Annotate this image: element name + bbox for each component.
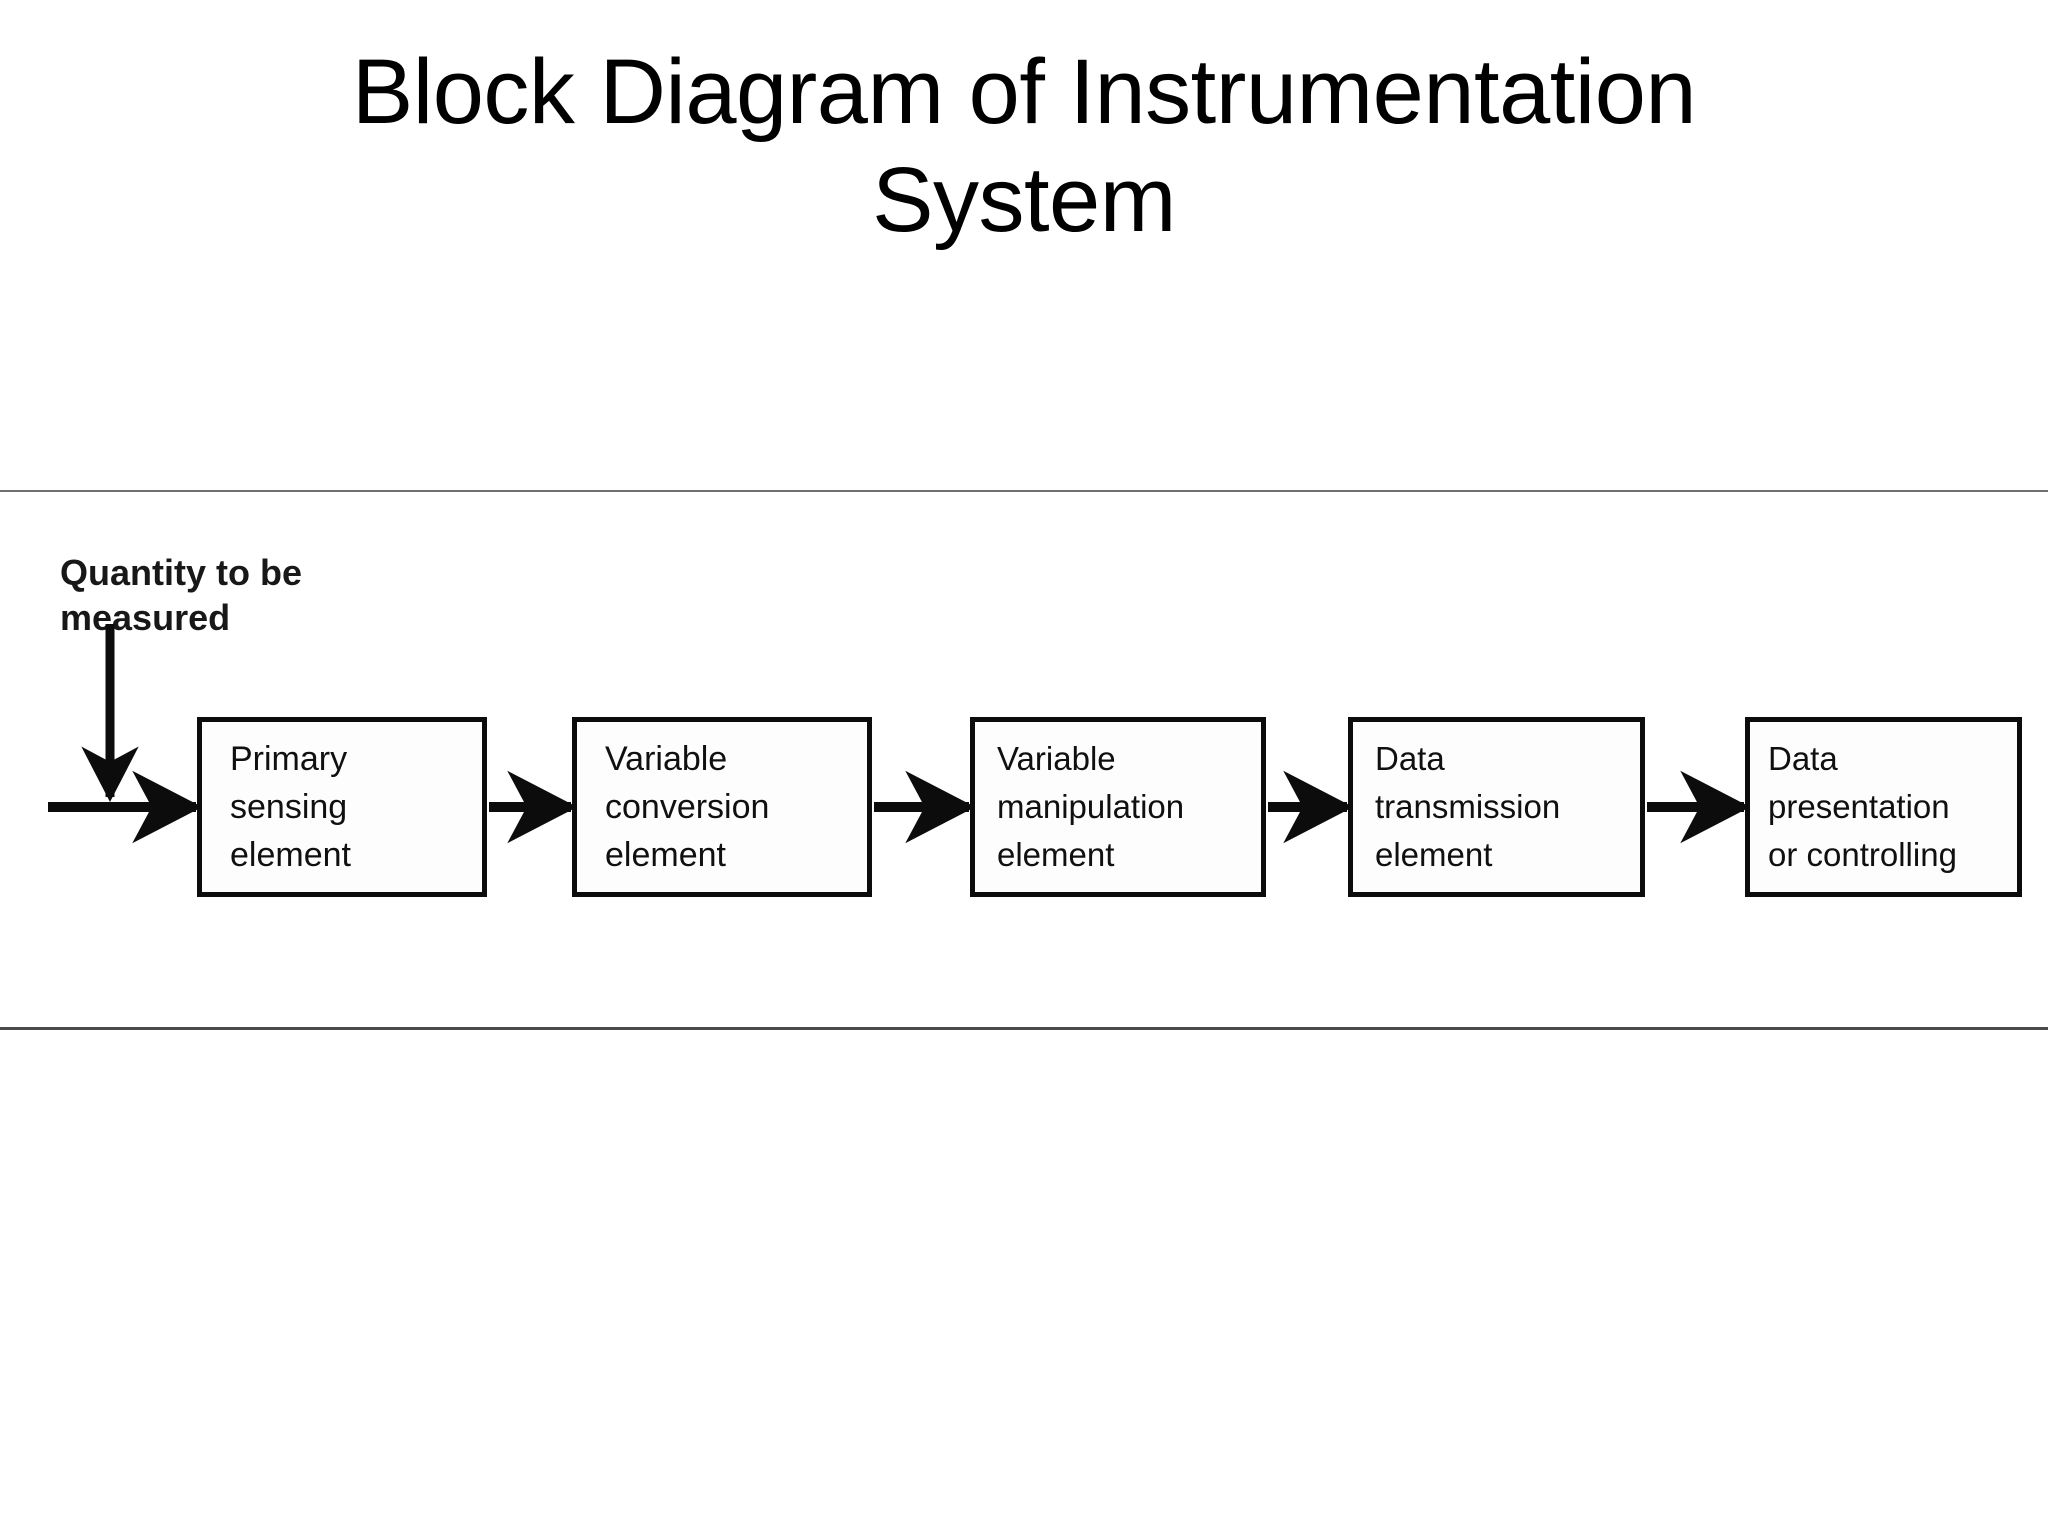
- block-data-transmission-element: Data transmission element: [1348, 717, 1645, 897]
- block-3-line-2: manipulation: [997, 788, 1185, 825]
- input-quantity-label: Quantity to be measured: [60, 550, 360, 640]
- block-5-line-1: Data: [1768, 740, 1838, 777]
- block-5-line-2: presentation: [1768, 788, 1950, 825]
- block-1-line-1: Primary: [230, 740, 348, 778]
- page-title: Block Diagram of Instrumentation System: [0, 38, 2048, 254]
- figure-band: Quantity to be measured: [0, 490, 2048, 1030]
- input-quantity-label-line-1: Quantity to be: [60, 552, 302, 593]
- block-4-line-3: element: [1375, 836, 1493, 873]
- block-2-line-1: Variable: [605, 740, 728, 778]
- page-title-line-1: Block Diagram of Instrumentation: [351, 41, 1697, 143]
- block-primary-sensing-element: Primary sensing element: [197, 717, 487, 897]
- block-3-line-3: element: [997, 836, 1115, 873]
- block-4-line-2: transmission: [1375, 788, 1561, 825]
- block-3-line-1: Variable: [997, 740, 1116, 777]
- block-variable-conversion-element: Variable conversion element: [572, 717, 872, 897]
- page-title-line-2: System: [872, 149, 1176, 251]
- input-quantity-label-line-2: measured: [60, 597, 231, 638]
- block-5-line-3: or controlling: [1768, 836, 1957, 873]
- block-2-line-2: conversion: [605, 788, 770, 826]
- block-diagram: Quantity to be measured: [0, 492, 2048, 1032]
- block-4-line-1: Data: [1375, 740, 1445, 777]
- block-1-line-3: element: [230, 836, 351, 874]
- block-2-line-3: element: [605, 836, 726, 874]
- block-data-presentation-or-controlling: Data presentation or controlling: [1745, 717, 2022, 897]
- block-1-line-2: sensing: [230, 788, 348, 826]
- block-variable-manipulation-element: Variable manipulation element: [970, 717, 1266, 897]
